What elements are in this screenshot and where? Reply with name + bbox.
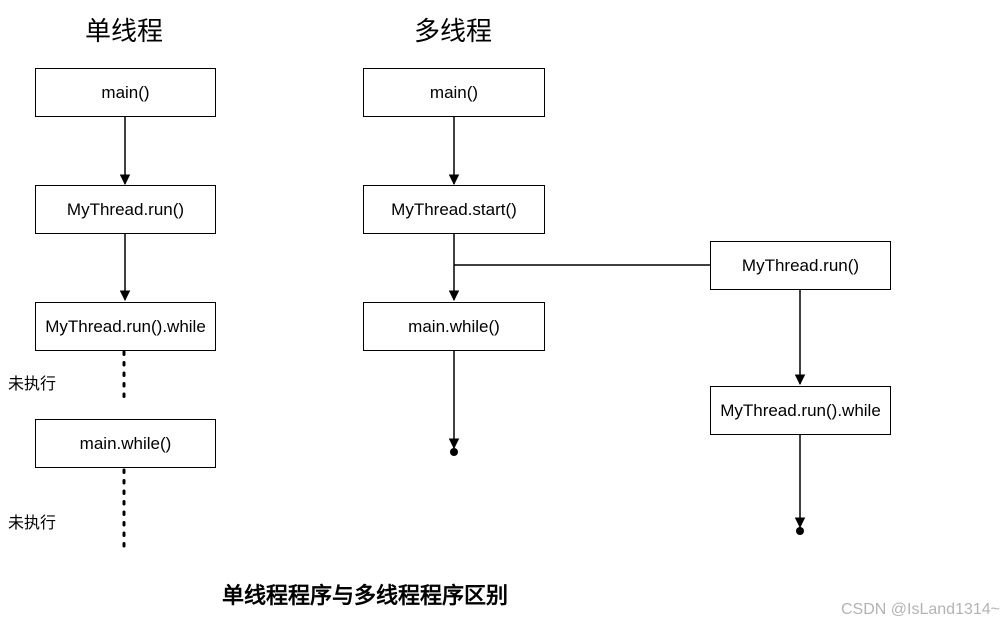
multi-thread-run-while-node: MyThread.run().while [710,386,891,435]
multi-thread-title: 多线程 [414,17,493,47]
single-main-node: main() [35,68,216,117]
multi-main-node: main() [363,68,545,117]
single-thread-title: 单线程 [85,17,164,47]
csdn-watermark: CSDN @IsLand1314~ [841,601,1000,618]
not-executed-label-2: 未执行 [8,513,57,532]
multi-thread-run-node: MyThread.run() [710,241,891,290]
single-main-while-node: main.while() [35,419,216,468]
run-while-endpoint-dot [796,527,804,535]
single-run-node: MyThread.run() [35,185,216,234]
diagram-caption: 单线程程序与多线程程序区别 [222,584,509,609]
main-while-endpoint-dot [450,448,458,456]
multi-main-while-node: main.while() [363,302,545,351]
not-executed-label-1: 未执行 [8,374,57,393]
single-run-while-node: MyThread.run().while [35,302,216,351]
multi-start-node: MyThread.start() [363,185,545,234]
